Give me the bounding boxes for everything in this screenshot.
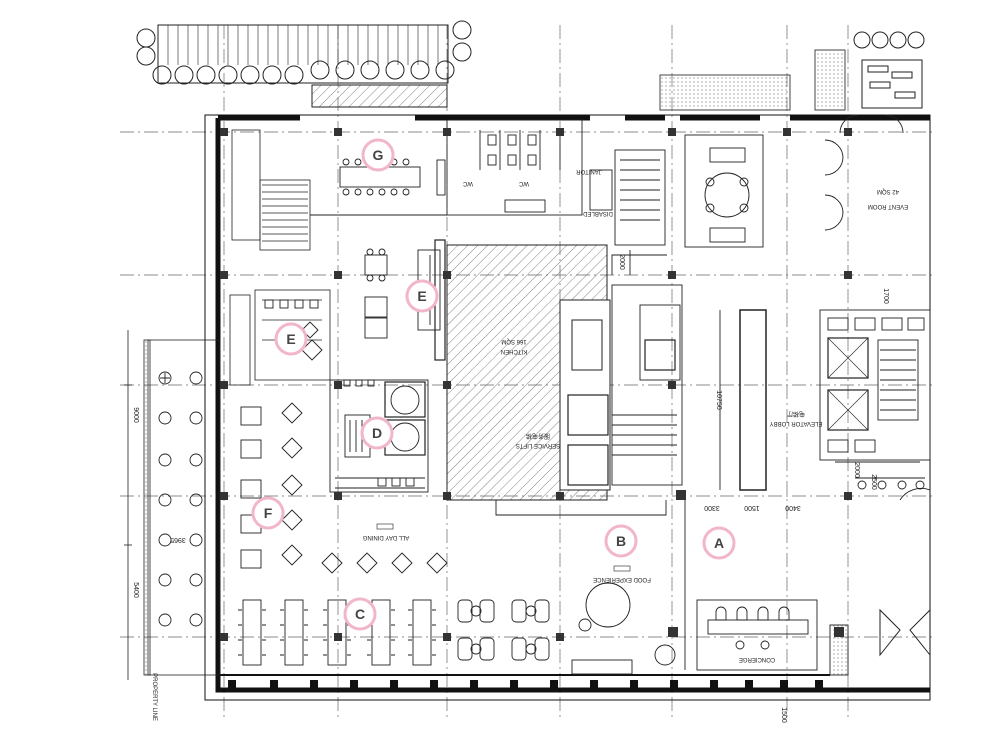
disabled-name: DISABLED (582, 210, 612, 216)
exterior-walls (204, 114, 931, 701)
wc2-name: WC (518, 180, 529, 186)
communal-tables (238, 599, 436, 666)
wc-block (446, 119, 666, 246)
elevator-lobby (719, 309, 931, 491)
food-experience (457, 500, 686, 675)
event-room-area: 42 SQM (877, 188, 899, 194)
marker-e-upper-letter: E (417, 288, 426, 304)
marker-d[interactable]: D (360, 416, 394, 450)
marker-g-letter: G (373, 147, 384, 163)
dim-2000b: 2000 (853, 462, 860, 478)
marker-e-upper[interactable]: E (405, 279, 439, 313)
wc1-name: WC (462, 180, 473, 186)
marker-f[interactable]: F (251, 496, 285, 530)
room-labels: EVENT ROOM 42 SQM ELEVATOR LOBBY 电梯厅 KIT… (362, 168, 908, 662)
event-room (684, 114, 904, 248)
kitchen (446, 244, 611, 501)
event-room-name: EVENT ROOM (868, 203, 908, 209)
janitor-name: JANITOR (576, 168, 602, 174)
dim-2000: 2000 (618, 254, 625, 270)
dim-2500: 2500 (870, 474, 877, 490)
kitchen-name: KITCHEN (501, 348, 527, 354)
service-core (611, 250, 683, 486)
marker-f-letter: F (264, 505, 273, 521)
dim-1500b: 1500 (780, 707, 787, 723)
marker-b-letter: B (616, 533, 626, 549)
service-lifts-name: SERVICE LIFTS (516, 442, 560, 448)
columns (220, 128, 852, 641)
food-experience-name: FOOD EXPERIENCE (593, 576, 651, 582)
dim-3965: 3965 (170, 536, 186, 543)
terrace (124, 330, 221, 680)
dim-10750: 10750 (715, 390, 722, 410)
dim-5400: 5400 (132, 582, 139, 598)
elevator-lobby-sub: 电梯厅 (787, 410, 805, 418)
dim-3300: 3300 (704, 504, 720, 511)
dim-3400: 3400 (785, 504, 801, 511)
kitchen-area: 166 SQM (501, 338, 526, 344)
marker-a[interactable]: A (702, 526, 736, 560)
marker-a-letter: A (714, 535, 724, 551)
dim-1700: 1700 (882, 288, 889, 304)
marker-c-letter: C (355, 606, 365, 622)
marker-c[interactable]: C (343, 597, 377, 631)
landscape-trees (136, 20, 925, 111)
concierge-name: CONCIERGE (739, 656, 775, 662)
service-lifts-sub: 服务电梯 (526, 432, 550, 440)
concierge (696, 487, 931, 676)
elevator-lobby-name: ELEVATOR LOBBY (770, 420, 823, 426)
property-line-note: PROPERTY LINE (151, 673, 157, 721)
marker-b[interactable]: B (604, 524, 638, 558)
marker-e-lower[interactable]: E (274, 322, 308, 356)
marker-e-lower-letter: E (286, 331, 295, 347)
dimension-labels: 9000 3965 5400 3300 1500 3400 10750 1700… (132, 254, 889, 723)
dim-9000: 9000 (132, 407, 139, 423)
dim-1500: 1500 (744, 504, 760, 511)
all-day-dining-name: ALL DAY DINING (362, 534, 409, 540)
buffet-station (329, 379, 429, 493)
marker-d-letter: D (372, 425, 382, 441)
marker-g[interactable]: G (361, 138, 395, 172)
dining-tables (240, 402, 448, 574)
